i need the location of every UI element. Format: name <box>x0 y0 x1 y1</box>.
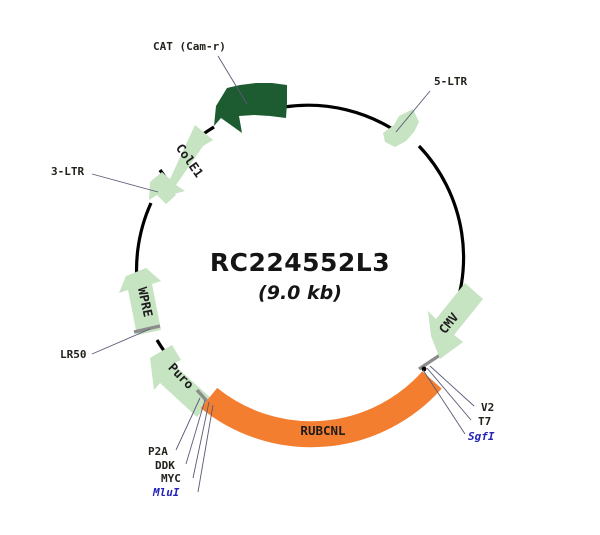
wpre-label: WPRE <box>135 286 156 319</box>
label-sgfi: SgfI <box>468 430 495 443</box>
plasmid-name: RC224552L3 <box>210 248 390 277</box>
leader-sgfi <box>422 369 466 435</box>
label-mlui: MluI <box>152 486 180 499</box>
feature-rubcnl[interactable]: RUBCNL <box>200 371 442 448</box>
5ltr-arrow-shape <box>383 109 419 147</box>
cat-arrow-shape <box>214 83 287 133</box>
tick-rubcnl-cmv <box>418 353 441 371</box>
label-p2a: P2A <box>148 445 168 458</box>
site-dot-sgfi <box>421 366 427 372</box>
label-cat: CAT (Cam-r) <box>153 40 226 53</box>
feature-cat[interactable] <box>214 83 287 133</box>
feature-wpre[interactable]: WPRE <box>119 268 161 335</box>
label-t7: T7 <box>478 415 491 428</box>
leader-p2a <box>175 397 201 451</box>
feature-colE1[interactable]: ColE1 <box>162 125 213 197</box>
leader-ddk <box>185 399 206 465</box>
leader-t7 <box>426 367 472 421</box>
cmv-arrow-shape <box>428 283 483 359</box>
plasmid-size: (9.0 kb) <box>258 282 342 304</box>
leader-5ltr <box>395 90 431 133</box>
puro-arrow-shape <box>150 345 212 417</box>
tick-wpre-bottom <box>133 324 161 334</box>
backbone-arc-top <box>283 103 404 138</box>
leader-mlui <box>197 404 214 493</box>
rubcnl-label: RUBCNL <box>300 423 346 438</box>
leader-v2 <box>429 365 475 407</box>
label-myc: MYC <box>161 472 181 485</box>
feature-5ltr[interactable] <box>383 109 419 147</box>
leader-myc <box>192 401 210 479</box>
label-3ltr: 3-LTR <box>51 165 84 178</box>
leader-lr50 <box>91 328 151 355</box>
label-ddk: DDK <box>155 459 175 472</box>
wpre-arrow-shape <box>119 268 161 335</box>
3ltr-arrow-shape <box>149 172 176 204</box>
leader-3ltr <box>91 173 159 193</box>
feature-3ltr[interactable] <box>149 172 176 204</box>
feature-cmv[interactable]: CMV <box>428 283 483 359</box>
leader-cat <box>217 55 248 105</box>
label-5ltr: 5-LTR <box>434 75 467 88</box>
colE1-arrow-shape <box>162 125 213 197</box>
label-v2: V2 <box>481 401 494 414</box>
rubcnl-arc-shape <box>200 371 442 448</box>
label-lr50: LR50 <box>60 348 87 361</box>
